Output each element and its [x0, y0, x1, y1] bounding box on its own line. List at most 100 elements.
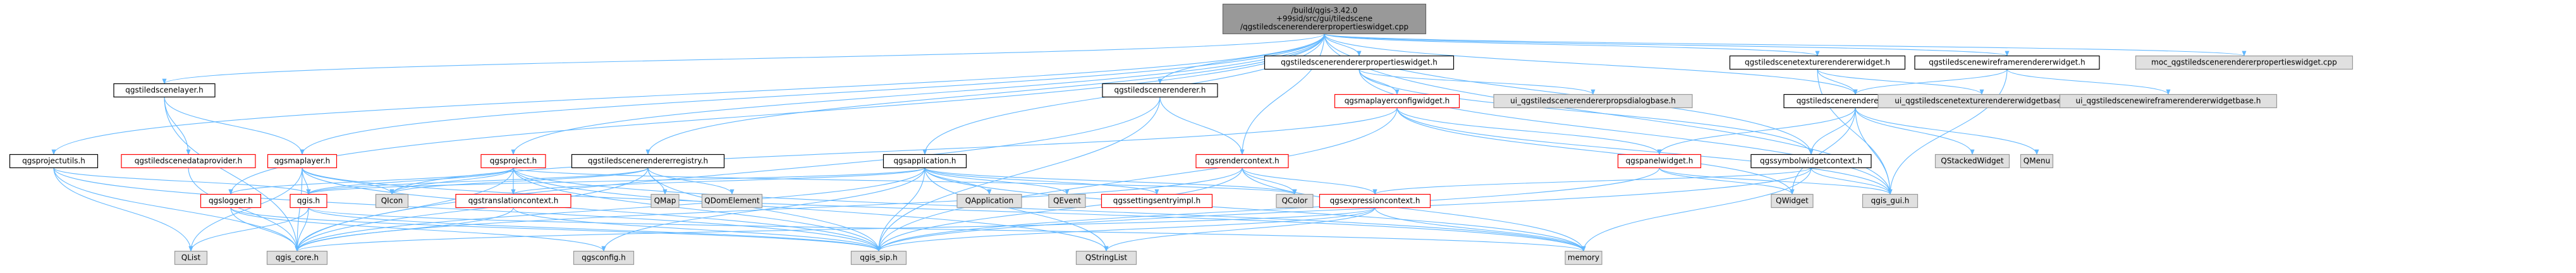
node-qgsproject[interactable]: qgsproject.h	[480, 154, 546, 169]
node-qgstranslationcontext[interactable]: qgstranslationcontext.h	[455, 193, 571, 209]
node-qcolor[interactable]: QColor	[1276, 193, 1314, 209]
node-ui_wireframebase[interactable]: ui_qgstiledscenewireframerendererwidgetb…	[2059, 94, 2278, 109]
node-label: qgstiledscenewireframerendererwidget.h	[1929, 58, 2085, 67]
node-label: /qgstiledscenerendererpropertieswidget.c…	[1240, 23, 1408, 32]
node-qgsmaplayer[interactable]: qgsmaplayer.h	[267, 154, 338, 169]
node-label: qgsmaplayerconfigwidget.h	[1345, 97, 1450, 106]
edge-qgstiledscenerendererregistry-to-qdomelement	[647, 167, 735, 195]
node-label: moc_qgstiledscenerendererpropertieswidge…	[2151, 58, 2337, 67]
edge-qgsapplication-to-memory	[924, 167, 1586, 252]
node-qgis_sip[interactable]: qgis_sip.h	[850, 250, 907, 265]
node-qgssettingsentryimpl[interactable]: qgssettingsentryimpl.h	[1101, 193, 1213, 209]
node-qevent[interactable]: QEvent	[1048, 193, 1086, 209]
node-qapplication[interactable]: QApplication	[956, 193, 1022, 209]
node-label: +99sid/src/gui/tiledscene	[1276, 15, 1372, 23]
edge-qgsprojectutils-to-qgis_h	[53, 167, 311, 195]
node-box	[290, 193, 327, 209]
edge-qgsproject-to-qcolor	[513, 167, 1297, 195]
node-qgis_h[interactable]: qgis.h	[290, 193, 327, 209]
node-label: qgstiledscenerenderer.h	[1114, 86, 1206, 95]
edge-qgsprojectutils-to-qlist	[53, 167, 193, 252]
edge-qgsmaplayerconfigwidget-to-qicon	[389, 107, 1398, 195]
node-label: qgsproject.h	[490, 157, 537, 166]
edge-root-to-qgstiledscenewireframerendererwidget	[1324, 33, 2010, 57]
edge-root-to-qgsrendercontext	[1240, 33, 1325, 155]
edge-qgsmaplayerconfigwidget-to-qwidget	[1396, 107, 1795, 195]
node-qgis_gui[interactable]: qgis_gui.h	[1862, 193, 1919, 209]
node-qgsapplication[interactable]: qgsapplication.h	[882, 154, 967, 169]
edge-qgsapplication-to-qevent	[924, 167, 1070, 195]
edge-qgspanelwidget-to-qgis_sip	[876, 167, 1660, 252]
node-box	[480, 154, 546, 169]
node-qicon[interactable]: QIcon	[375, 193, 409, 209]
edge-qgstiledscenerendererwidget-to-qgis_gui	[1855, 107, 1893, 195]
node-label: QList	[181, 253, 201, 262]
node-memory[interactable]: memory	[1565, 250, 1602, 265]
node-ui_texturebase[interactable]: ui_qgstiledscenetexturerendererwidgetbas…	[1877, 94, 2086, 109]
node-box	[1101, 193, 1213, 209]
edge-root-to-qgsprojectutils	[51, 33, 1325, 155]
node-box	[1934, 154, 2010, 169]
node-qstackedwidget[interactable]: QStackedWidget	[1934, 154, 2010, 169]
node-box	[1048, 193, 1086, 209]
node-label: qgstiledscenelayer.h	[125, 86, 204, 95]
node-qgslogger[interactable]: qgslogger.h	[200, 193, 262, 209]
node-moc_widget[interactable]: moc_qgstiledscenerendererpropertieswidge…	[2135, 55, 2353, 70]
node-qgspanelwidget[interactable]: qgspanelwidget.h	[1617, 154, 1702, 169]
edge-qgstiledscenedataprovider-to-qgis_core	[188, 167, 300, 252]
node-qgstiledscenetexturerendererwidget[interactable]: qgstiledscenetexturerendererwidget.h	[1729, 55, 1906, 70]
node-qstringlist[interactable]: QStringList	[1075, 250, 1137, 265]
node-label: qgssymbolwidgetcontext.h	[1760, 157, 1862, 166]
node-qgsexpressioncontext[interactable]: qgsexpressioncontext.h	[1319, 193, 1431, 209]
edge-qgsmaplayer-to-memory	[302, 167, 1586, 252]
node-qgsmaplayerconfigwidget[interactable]: qgsmaplayerconfigwidget.h	[1334, 94, 1460, 109]
node-qwidget[interactable]: QWidget	[1771, 193, 1814, 209]
node-qmenu[interactable]: QMenu	[2020, 154, 2054, 169]
edge-qgssymbolwidgetcontext-to-qgis_sip	[876, 167, 1812, 252]
node-label: qgsapplication.h	[893, 157, 956, 166]
node-box	[1276, 193, 1314, 209]
node-label: QStringList	[1085, 253, 1128, 262]
edge-qgsapplication-to-qgis_sip	[876, 167, 925, 252]
edge-qgsmaplayerconfigwidget-to-qgspanelwidget	[1396, 107, 1662, 155]
edge-qgslogger-to-qgsconfig	[230, 207, 606, 252]
edge-qgstiledscenerendererwidget-to-qmenu	[1855, 107, 2039, 155]
node-qgis_core[interactable]: qgis_core.h	[266, 250, 328, 265]
node-qgsprojectutils[interactable]: qgsprojectutils.h	[9, 154, 99, 169]
edge-qgstiledscenerendererregistry-to-qgis_core	[295, 167, 649, 252]
node-ui_propsdialogbase[interactable]: ui_qgstiledscenerendererpropsdialogbase.…	[1493, 94, 1693, 109]
node-qgsconfig[interactable]: qgsconfig.h	[573, 250, 635, 265]
node-label: qgstiledscenerendererregistry.h	[588, 157, 708, 166]
node-box	[1914, 55, 2100, 70]
node-label: qgis_gui.h	[1871, 197, 1910, 205]
node-label: qgis_core.h	[276, 253, 319, 262]
edge-qgsmaplayerconfigwidget-to-qgis_gui	[1396, 107, 1893, 195]
node-qlist[interactable]: QList	[174, 250, 208, 265]
edge-qgsproject-to-memory	[513, 167, 1586, 252]
node-qmap[interactable]: QMap	[650, 193, 680, 209]
node-qgsrendercontext[interactable]: qgsrendercontext.h	[1195, 154, 1289, 169]
node-qgstiledscenewireframerendererwidget[interactable]: qgstiledscenewireframerendererwidget.h	[1914, 55, 2100, 70]
node-qgssymbolwidgetcontext[interactable]: qgssymbolwidgetcontext.h	[1750, 154, 1872, 169]
edge-qgsmaplayer-to-qicon	[302, 167, 394, 195]
edge-qgstiledscenerendererpropertieswidget_h-to-qgis_gui	[1358, 69, 1893, 195]
node-label: qgstranslationcontext.h	[468, 197, 559, 205]
node-box	[1750, 154, 1872, 169]
edge-qgstiledscenerendererregistry-to-qicon	[389, 167, 649, 195]
edge-qgstranslationcontext-to-qgis_core	[295, 207, 514, 252]
edge-qgis_h-to-qgis_core	[295, 207, 309, 252]
node-label: qgstiledscenedataprovider.h	[135, 157, 242, 166]
node-box	[956, 193, 1022, 209]
node-root[interactable]: /build/qgis-3.42.0+99sid/src/gui/tiledsc…	[1222, 3, 1427, 35]
node-qgstiledscenerendererregistry[interactable]: qgstiledscenerendererregistry.h	[571, 154, 725, 169]
node-qgstiledscenerenderer[interactable]: qgstiledscenerenderer.h	[1102, 83, 1218, 98]
node-box	[571, 154, 725, 169]
node-label: qgssettingsentryimpl.h	[1113, 197, 1200, 205]
node-qdomelement[interactable]: QDomElement	[701, 193, 763, 209]
node-qgstiledscenerendererpropertieswidget_h[interactable]: qgstiledscenerendererpropertieswidget.h	[1264, 55, 1455, 70]
node-qgstiledscenedataprovider[interactable]: qgstiledscenedataprovider.h	[121, 154, 256, 169]
edge-qgstiledscenelayer-to-qgsmaplayer	[164, 97, 305, 155]
edge-qgstiledscenerendererregistry-to-qmap	[647, 167, 668, 195]
node-qgstiledscenelayer[interactable]: qgstiledscenelayer.h	[113, 83, 216, 98]
